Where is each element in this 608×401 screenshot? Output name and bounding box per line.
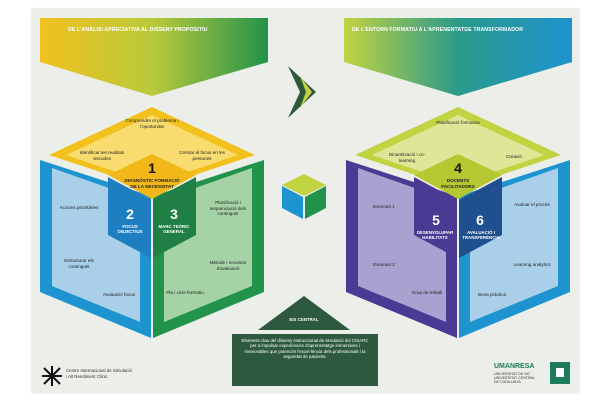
phase-4-number: 4 <box>454 160 462 176</box>
right-right-face-item-1: Avaluar el procés <box>514 202 550 207</box>
left-face-item-1: Accions prioritàries <box>59 205 99 210</box>
phase-4-label: DOCENTS FACILITADORS <box>441 178 475 189</box>
right-right-face-item-2: Learning analytics <box>513 262 551 267</box>
right-right-face-item-3: Bona pràctica <box>477 292 507 297</box>
phase-2-number: 2 <box>126 206 134 222</box>
eix-central-label: EIX CENTRAL <box>289 317 319 322</box>
footer-left-line-2: i Alt Rendiment Clínic <box>66 374 108 379</box>
left-hex-top-inner <box>66 115 238 184</box>
footer-right-line-1: UNIVERSITAT DE VIC <box>494 372 531 376</box>
left-header-banner <box>40 18 268 96</box>
phase-6-label: AVALUACIÓ I TRANSFERÈNCIA <box>462 230 500 241</box>
phase-1-label: DIAGNÒSTIC FORMACIÓ DE LA NECESSITAT <box>124 178 180 189</box>
phase-5-label: DESENVOLUPAR HABILITATS <box>416 230 454 241</box>
left-top-section-1: Comprendre el problema i l'oportunitat <box>125 118 179 129</box>
center-cube-left <box>282 186 303 219</box>
asterisk-logo-icon <box>42 366 62 386</box>
right-top-section-2: Dinamització i co-learning <box>388 152 426 163</box>
right-header-banner <box>344 18 572 96</box>
left-top-section-3: Centrar el focus en les persones <box>179 150 225 161</box>
left-face-item-3: Avaluació focus <box>102 292 136 297</box>
phase-1-number: 1 <box>148 160 156 176</box>
right-left-face-item-1: Escenari 1 <box>373 204 395 209</box>
phase-3-number: 3 <box>170 206 178 222</box>
phase-6-number: 6 <box>476 212 484 228</box>
right-core-navy <box>459 177 502 258</box>
footer-left-line-1: Centre Internacional de Simulació <box>66 368 132 373</box>
footer-right-line-3: DE CATALUNYA <box>494 380 521 384</box>
right-hex-top-inner <box>372 115 544 184</box>
right-left-face-item-3: Grup de treball <box>411 290 443 295</box>
left-right-face-item-1: Planificació i seqüenciació dels conting… <box>209 200 247 217</box>
bottom-description: Elements clau del disseny instruccional … <box>241 338 369 360</box>
bottom-text-panel <box>232 334 378 386</box>
center-cube-top <box>282 174 326 196</box>
left-core-yellow <box>108 154 196 199</box>
right-top-section-1: Planificació formativa <box>436 120 480 125</box>
left-header-title: DE L'ANÀLISI APRECIATIVA AL DISSENY PROP… <box>68 27 208 33</box>
center-chevron-arrow <box>288 66 316 118</box>
footer-brand: UMANRESA <box>494 363 535 370</box>
center-chevron-inner <box>300 76 312 108</box>
phase-5-number: 5 <box>432 212 440 228</box>
right-top-section-3: Creació <box>506 154 522 159</box>
left-right-face-item-2: Mètode i recursos d'avaluació <box>209 260 247 271</box>
footer-right-line-2: UNIVERSITAT CENTRAL <box>494 376 535 380</box>
center-cube-right <box>305 186 326 219</box>
right-header-title: DE L'ENTORN FORMATIU A L'APRENENTATGE TR… <box>352 27 524 33</box>
left-face-item-2: Estructurar els continguts <box>64 258 94 269</box>
left-core-green <box>153 177 196 258</box>
phase-2-label: FOCUS OBJECTIUS <box>117 224 143 235</box>
left-right-face-item-3: Pla i cicle formatiu <box>166 290 204 295</box>
right-core-lime <box>414 154 502 199</box>
right-left-face-item-2: Escenari 2 <box>373 262 395 267</box>
left-core-blue <box>108 177 151 258</box>
phase-3-label: MARC TEÒRIC GENERAL <box>158 224 190 235</box>
eix-central-triangle <box>258 296 350 330</box>
left-top-section-2: Identificar les realitats viscudes <box>79 150 125 161</box>
right-core-purple <box>414 177 457 258</box>
